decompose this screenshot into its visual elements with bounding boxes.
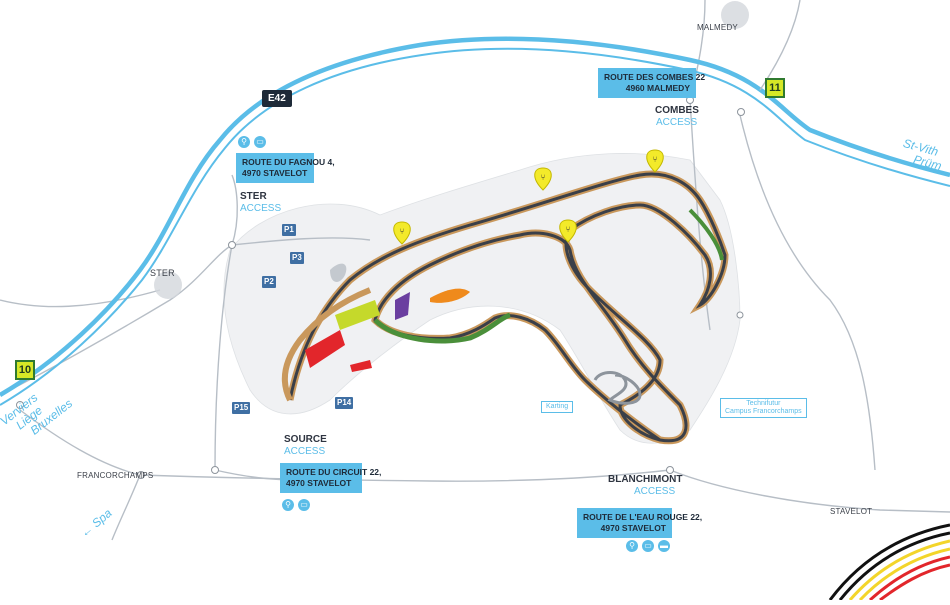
place-label-malmedy: MALMEDY [697, 23, 738, 32]
svg-text:⑂: ⑂ [541, 173, 546, 182]
shuttle-icon: ▭ [642, 540, 654, 552]
place-label-ster: STER [150, 268, 175, 278]
technifutur-line1: Technifutur [746, 400, 781, 407]
restaurant-icon: ⑂ [646, 149, 664, 173]
source-access-sub: ACCESS [284, 446, 326, 457]
walk-icon: ⚲ [626, 540, 638, 552]
place-label-stavelot: STAVELOT [830, 507, 873, 516]
technifutur-line2: Campus Francorchamps [725, 408, 802, 415]
ster-address-line1: ROUTE DU FAGNOU 4, [242, 157, 335, 167]
parking-p1: P1 [282, 224, 296, 236]
belgian-flag-swoosh [828, 523, 950, 602]
karting-label: Karting [541, 401, 574, 413]
ster-address-line2: 4970 STAVELOT [242, 168, 308, 178]
restaurant-icon: ⑂ [559, 219, 577, 243]
blanchimont-address-line2: 4970 STAVELOT [600, 523, 666, 533]
parking-p14: P14 [335, 397, 354, 409]
ster-access-sub: ACCESS [240, 203, 282, 214]
shuttle-icon: ▭ [254, 136, 266, 148]
blanchimont-access-sub: ACCESS [634, 486, 676, 497]
restaurant-icon: ⑂ [534, 167, 552, 191]
parking-p2: P2 [262, 276, 276, 288]
paddock-zones [305, 263, 470, 372]
exit-10-badge: 10 [15, 360, 35, 380]
access-points [154, 1, 749, 299]
blanchimont-address-box: ROUTE DE L'EAU ROUGE 22, 4970 STAVELOT [577, 508, 703, 538]
restaurant-pins: ⑂ ⑂ ⑂ ⑂ [393, 149, 664, 245]
junction-points [16, 96, 745, 479]
svg-text:⑂: ⑂ [653, 155, 658, 164]
blanchimont-access-name: BLANCHIMONT [608, 474, 683, 485]
ster-access-name: STER [240, 191, 267, 202]
combes-access-sub: ACCESS [656, 117, 698, 128]
parking-p3: P3 [290, 252, 304, 264]
e42-shield: E42 [262, 90, 292, 107]
source-address-line2: 4970 STAVELOT [286, 478, 352, 488]
place-label-francorchamps: FRANCORCHAMPS [77, 471, 154, 480]
svg-text:⑂: ⑂ [566, 225, 571, 234]
source-address-box: ROUTE DU CIRCUIT 22, 4970 STAVELOT [280, 463, 382, 493]
combes-address-box: ROUTE DES COMBES 22 4960 MALMEDY [598, 68, 706, 98]
source-address-line1: ROUTE DU CIRCUIT 22, [286, 467, 382, 477]
combes-address-line2: 4960 MALMEDY [625, 83, 690, 93]
venue-area [223, 153, 741, 444]
combes-access-name: COMBES [655, 105, 699, 116]
walk-icon: ⚲ [282, 499, 294, 511]
parking-p15: P15 [232, 402, 251, 414]
source-access-name: SOURCE [284, 434, 327, 445]
shuttle-icon: ▭ [298, 499, 310, 511]
svg-text:⑂: ⑂ [400, 227, 405, 236]
exit-11-badge: 11 [765, 78, 785, 98]
karting-track [593, 371, 642, 405]
walk-icon: ⚲ [238, 136, 250, 148]
technifutur-label: Technifutur Campus Francorchamps [720, 398, 807, 418]
ster-address-box: ROUTE DU FAGNOU 4, 4970 STAVELOT [236, 153, 335, 183]
blanchimont-address-line1: ROUTE DE L'EAU ROUGE 22, [583, 512, 703, 522]
restaurant-icon: ⑂ [393, 221, 411, 245]
car-icon: ▬ [658, 540, 670, 552]
combes-address-line1: ROUTE DES COMBES 22 [604, 72, 706, 82]
